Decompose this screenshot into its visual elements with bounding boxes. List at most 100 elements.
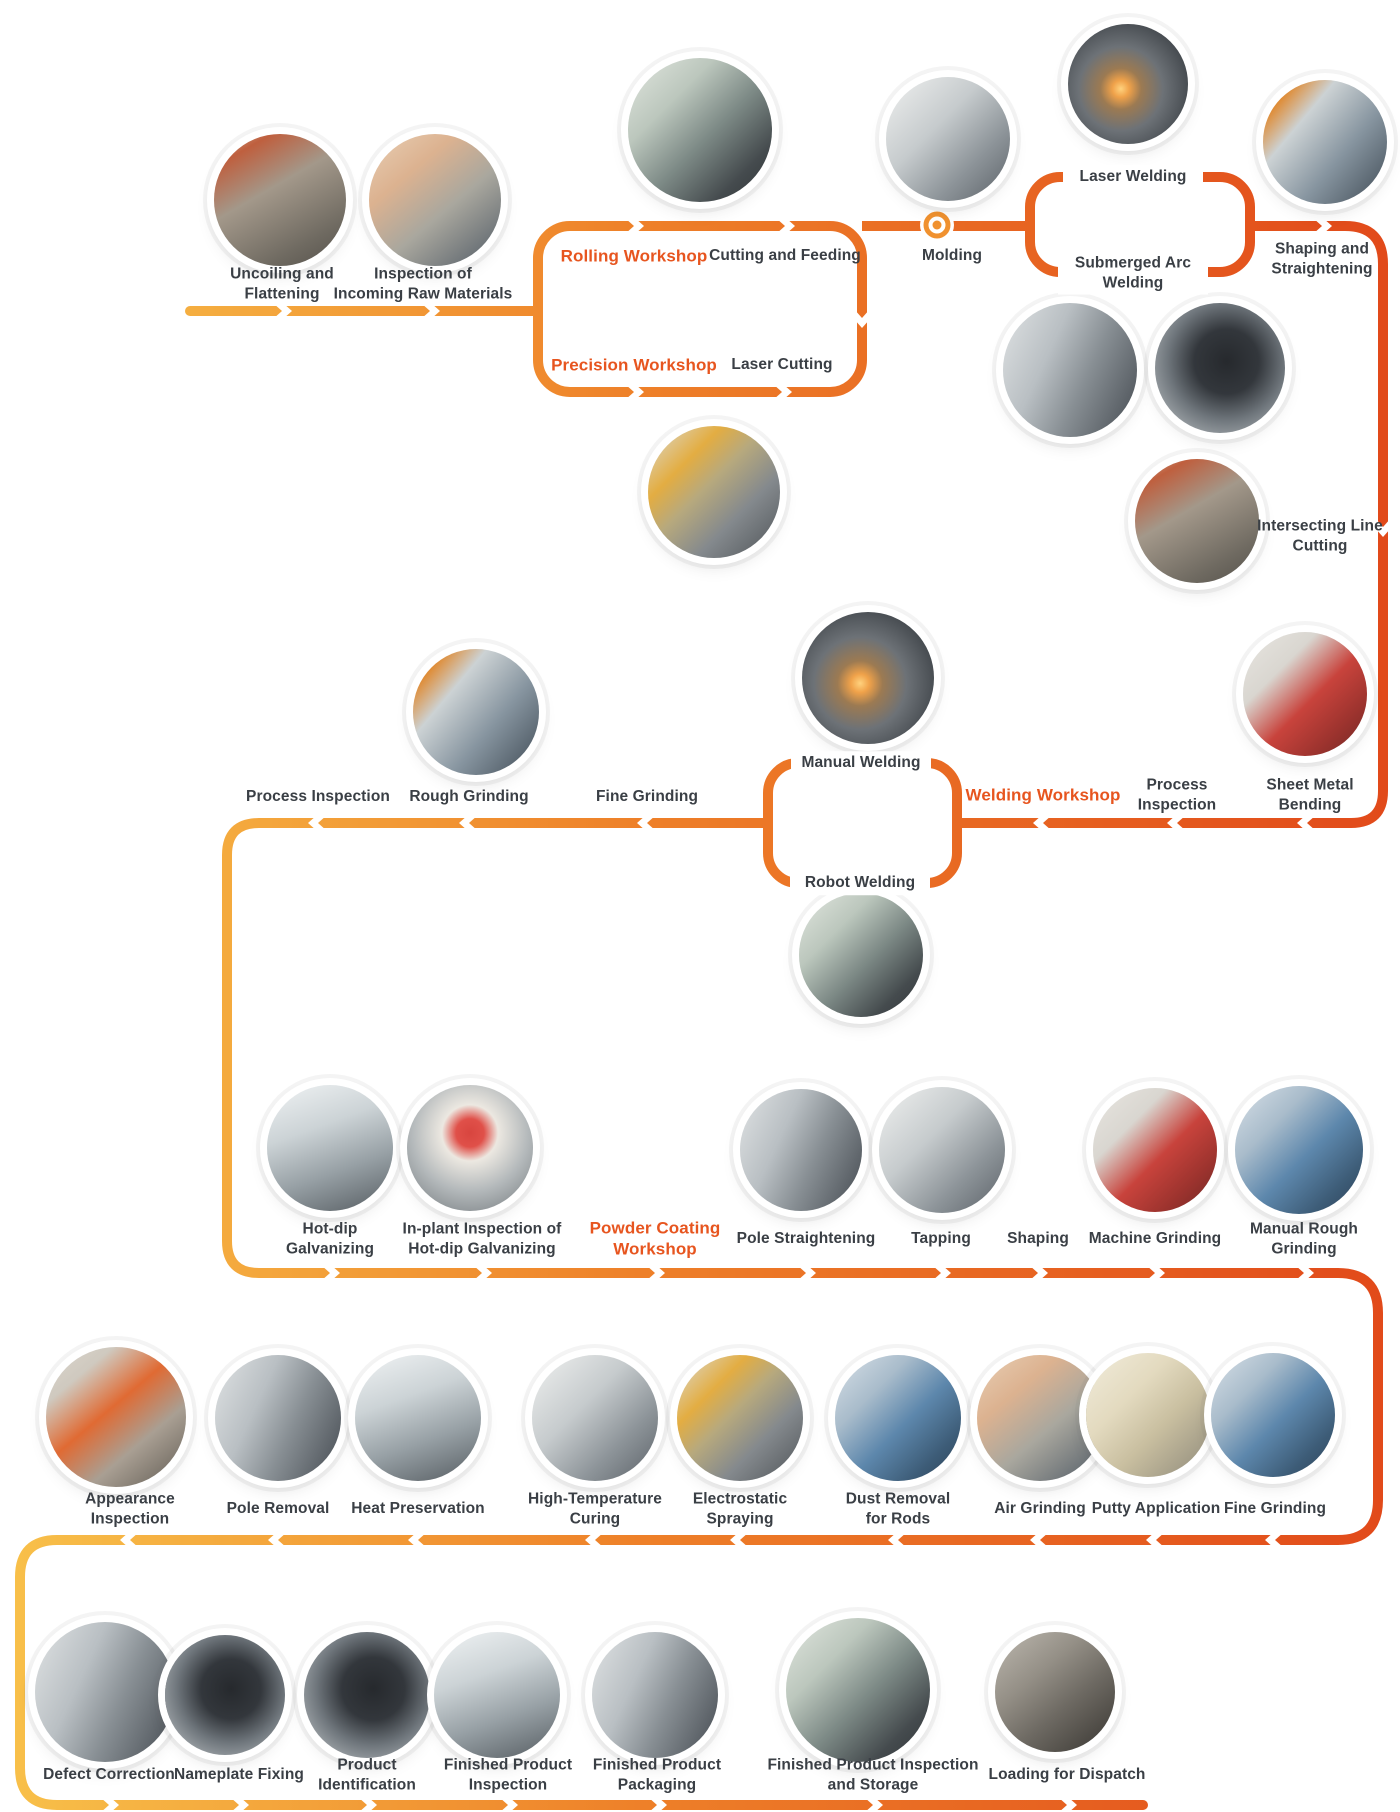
flow-direction-notch (1146, 1532, 1165, 1548)
label-product-identification: Product Identification (318, 1756, 416, 1793)
photo-nameplate-fixing (165, 1635, 285, 1755)
photo-loading-dispatch (995, 1632, 1115, 1752)
flow-direction-notch (1295, 1265, 1314, 1281)
photo-galvanizing-inspection (407, 1085, 533, 1211)
photo-shaping-straightening (1263, 80, 1387, 204)
molding-node-dot (920, 208, 954, 242)
label-shaping-and-straightening: Shaping and Straightening (1271, 240, 1373, 277)
flow-direction-notch (1058, 1797, 1077, 1812)
photo-pole-removal (215, 1355, 341, 1481)
branch-rolling-precision-workshop (533, 221, 867, 397)
flow-direction-notch (100, 1797, 119, 1812)
flow-direction-notch (459, 815, 478, 831)
label-robot-welding: Robot Welding (790, 871, 930, 895)
line-row1-to-row2 (957, 221, 1388, 828)
flow-direction-notch (648, 1797, 667, 1812)
label-appearance-inspection: Appearance Inspection (85, 1490, 175, 1527)
flow-direction-notch (1297, 815, 1316, 831)
photo-raw-material-inspection (369, 134, 501, 266)
flow-direction-notch (864, 1797, 883, 1812)
label-hot-dip-galvanizing: Hot-dip Galvanizing (285, 1220, 375, 1257)
flow-direction-notch (585, 1532, 604, 1548)
label-precision-workshop: Precision Workshop (551, 355, 717, 375)
photo-defect-correction (35, 1622, 175, 1762)
flow-direction-notch (1030, 1532, 1049, 1548)
photo-uncoiling-flattening (214, 134, 346, 266)
photo-welded-pole-seam (1003, 303, 1137, 437)
label-cutting-and-feeding: Cutting and Feeding (709, 247, 861, 265)
label-heat-preservation: Heat Preservation (351, 1500, 485, 1518)
photo-sheet-metal-bending (1243, 632, 1367, 756)
flow-direction-notch (268, 1532, 287, 1548)
photo-heat-preservation (355, 1355, 481, 1481)
photo-product-identification (304, 1632, 430, 1758)
flow-direction-notch (888, 1532, 907, 1548)
flow-direction-notch (797, 1265, 816, 1281)
flow-direction-notch (499, 1797, 518, 1812)
flow-direction-notch (1033, 815, 1052, 831)
flow-direction-notch (120, 1532, 139, 1548)
flow-direction-notch (625, 218, 644, 234)
flow-direction-notch (321, 1265, 340, 1281)
photo-high-temperature-curing (532, 1355, 658, 1481)
label-uncoiling-flattening: Uncoiling and Flattening (230, 265, 334, 302)
label-laser-cutting: Laser Cutting (731, 356, 833, 374)
label-shaping: Shaping (1007, 1230, 1069, 1248)
label-finished-product-packaging: Finished Product Packaging (592, 1756, 722, 1793)
photo-rough-grinding (413, 649, 539, 775)
flow-direction-notch (473, 1265, 492, 1281)
photo-fine-grinding (1211, 1353, 1335, 1477)
flow-direction-notch (408, 1532, 427, 1548)
label-rolling-workshop: Rolling Workshop (560, 246, 708, 266)
photo-rolling-workshop (628, 58, 772, 202)
label-dust-removal-for-rods: Dust Removal for Rods (845, 1490, 951, 1527)
line-row2-to-row5 (15, 818, 1383, 1810)
flow-direction-notch (1313, 218, 1332, 234)
label-putty-application: Putty Application (1091, 1500, 1221, 1518)
flow-direction-notch (1265, 1532, 1284, 1548)
label-powder-coating-workshop: Powder Coating Workshop (589, 1218, 721, 1259)
flow-direction-notch (730, 1532, 749, 1548)
photo-tapping (879, 1087, 1005, 1213)
flow-direction-notch (1375, 518, 1391, 537)
label-electrostatic-spraying: Electrostatic Spraying (692, 1490, 788, 1527)
label-pole-straightening: Pole Straightening (736, 1230, 876, 1248)
label-finished-product-inspection: Finished Product Inspection (443, 1756, 573, 1793)
label-fine-grinding: Fine Grinding (595, 788, 699, 806)
flow-direction-notch (308, 815, 327, 831)
label-loading-for-dispatch: Loading for Dispatch (988, 1766, 1146, 1784)
label-defect-correction: Defect Correction (43, 1766, 175, 1784)
label-fine-grinding-powder: Fine Grinding (1223, 1500, 1327, 1518)
flow-direction-notch (358, 1797, 377, 1812)
photo-molding (886, 77, 1010, 201)
flow-direction-notch (230, 1797, 249, 1812)
label-pole-removal: Pole Removal (226, 1500, 330, 1518)
photo-laser-cutting (648, 426, 780, 558)
label-submerged-arc-welding: Submerged Arc Welding (1058, 251, 1208, 295)
label-nameplate-fixing: Nameplate Fixing (174, 1766, 304, 1784)
photo-pole-interior (1155, 303, 1285, 433)
photo-air-grinding (977, 1355, 1103, 1481)
flow-direction-notch (854, 309, 870, 328)
flow-direction-notch (1167, 815, 1186, 831)
label-molding: Molding (921, 247, 983, 265)
branch-manual-robot-welding (763, 758, 962, 888)
label-process-inspection-b: Process Inspection (1137, 776, 1217, 813)
flow-direction-notch (773, 384, 792, 400)
label-finished-product-inspection-storage: Finished Product Inspection and Storage (767, 1756, 979, 1793)
photo-manual-welding (802, 612, 934, 744)
photo-appearance-inspection (46, 1347, 186, 1487)
label-air-grinding: Air Grinding (994, 1500, 1086, 1518)
flow-direction-notch (776, 218, 795, 234)
photo-laser-welding (1068, 24, 1188, 144)
flow-direction-notch (932, 1265, 951, 1281)
flow-direction-notch (1146, 1265, 1165, 1281)
photo-pole-straightening (740, 1089, 862, 1211)
photo-finished-product-inspection (434, 1632, 560, 1758)
photo-robot-welding (799, 893, 923, 1017)
label-in-plant-inspection-hot-dip-galvanizing: In-plant Inspection of Hot-dip Galvanizi… (402, 1220, 562, 1257)
flow-direction-notch (646, 1265, 665, 1281)
flow-direction-notch (273, 303, 292, 319)
label-tapping: Tapping (911, 1230, 971, 1248)
